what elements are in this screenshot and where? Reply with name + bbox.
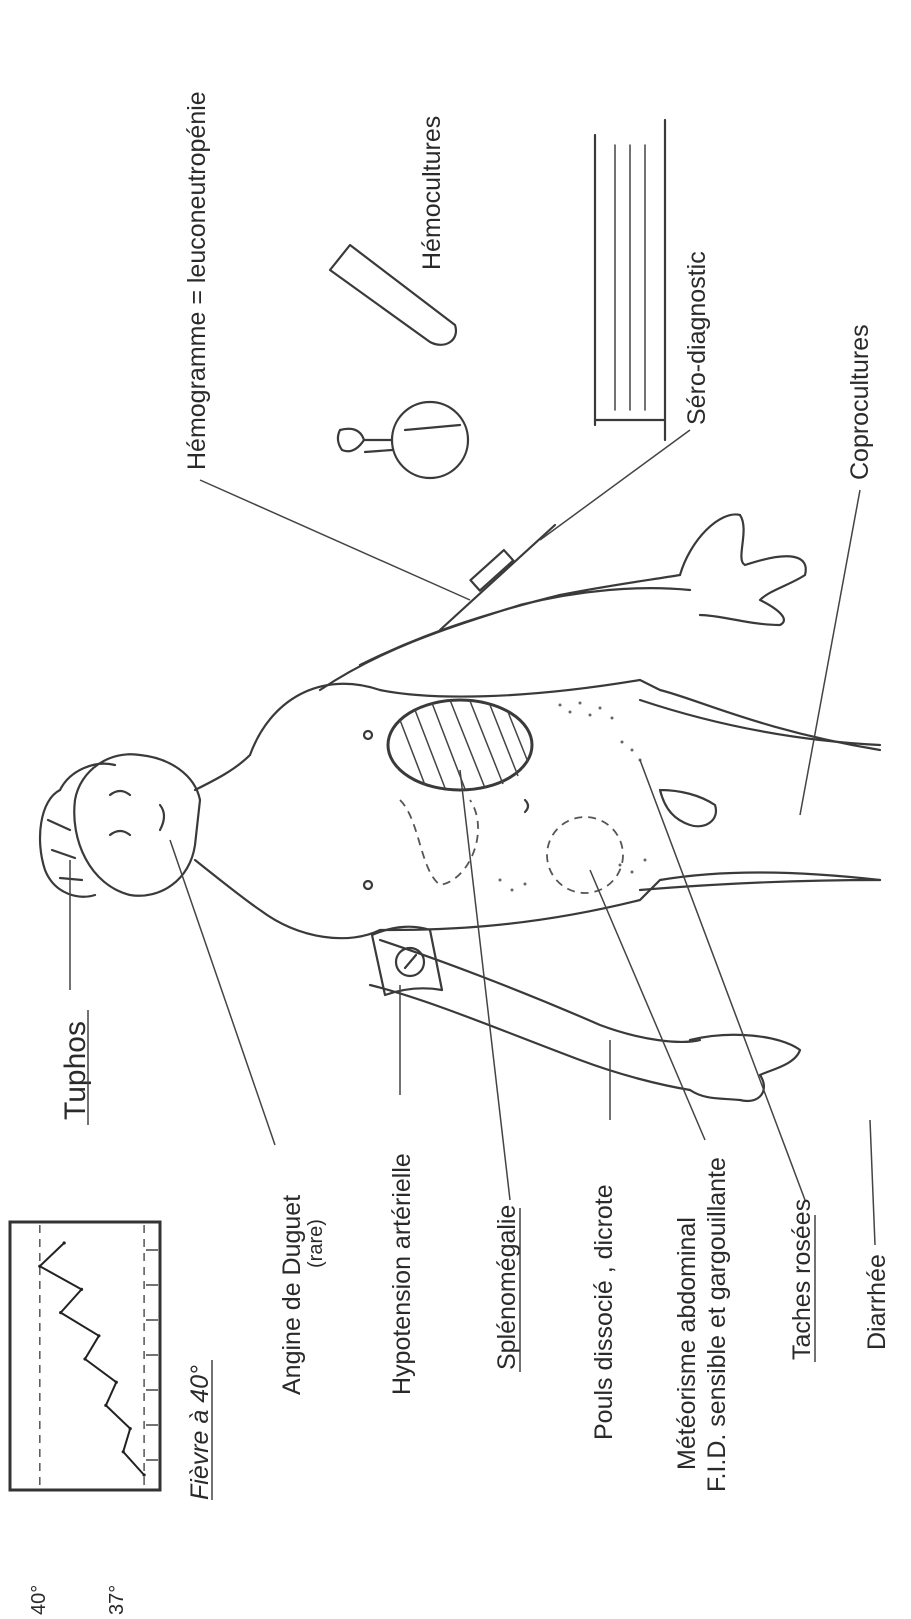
fever-point bbox=[83, 1357, 86, 1360]
patient-hair bbox=[40, 764, 115, 897]
fever-series-line bbox=[40, 1243, 144, 1475]
patient-nipple-upper bbox=[364, 731, 372, 739]
leader-angine bbox=[170, 840, 275, 1145]
patient-torso bbox=[195, 680, 880, 938]
bp-cuff bbox=[372, 927, 442, 995]
leader-hemogramme bbox=[200, 480, 470, 600]
fever-point bbox=[142, 1473, 145, 1476]
liver-dashed bbox=[400, 800, 478, 885]
label-meteorisme: Météorisme abdominal bbox=[673, 1217, 701, 1470]
iliac-fossa bbox=[547, 817, 623, 893]
patient-arm-upper bbox=[320, 575, 690, 690]
leader-diarrhee bbox=[870, 1120, 875, 1245]
label-coprocultures: Coprocultures bbox=[846, 324, 874, 480]
label-angine: Angine de Duguet bbox=[278, 1195, 306, 1395]
fever-point bbox=[80, 1288, 83, 1291]
patient-figure bbox=[40, 120, 880, 1101]
label-sero: Séro-diagnostic bbox=[683, 251, 711, 425]
label-taches: Taches rosées bbox=[788, 1199, 816, 1360]
patient-arm-lower bbox=[370, 940, 700, 1090]
ytick-40: 40° bbox=[28, 1585, 50, 1615]
patient-hand-lower bbox=[690, 1035, 800, 1101]
ytick-37: 37° bbox=[106, 1585, 128, 1615]
label-fievre: Fièvre à 40° bbox=[186, 1365, 214, 1500]
syringe bbox=[440, 525, 555, 630]
label-pouls: Pouls dissocié , dicrote bbox=[590, 1184, 618, 1440]
blood-culture-flask bbox=[338, 402, 468, 478]
fever-point bbox=[63, 1241, 66, 1244]
fever-chart-ticks bbox=[146, 1250, 158, 1460]
fever-plot bbox=[38, 1225, 145, 1487]
leader-meteorisme bbox=[590, 870, 705, 1140]
leader-lines bbox=[70, 430, 875, 1245]
fever-chart-frame bbox=[10, 1222, 160, 1490]
fever-point bbox=[59, 1311, 62, 1314]
label-splenomegalie: Splénomégalie bbox=[493, 1205, 521, 1370]
fever-point bbox=[97, 1334, 100, 1337]
label-hemocultures: Hémocultures bbox=[418, 116, 446, 270]
fever-point bbox=[122, 1450, 125, 1453]
label-tuphos: Tuphos bbox=[59, 1021, 92, 1120]
rose-spots bbox=[499, 702, 647, 892]
patient-mouth bbox=[160, 805, 164, 830]
leader-taches bbox=[640, 760, 805, 1200]
patient-nipple-lower bbox=[364, 881, 372, 889]
spleen bbox=[388, 700, 532, 790]
patient-hand-upper bbox=[680, 514, 806, 625]
label-angine-rare: (rare) bbox=[305, 1219, 327, 1268]
agglutination-rack bbox=[595, 120, 665, 440]
fever-point bbox=[104, 1404, 107, 1407]
leader-sero bbox=[540, 430, 690, 540]
label-hemogramme: Hémogramme = leuconeutropénie bbox=[183, 91, 211, 470]
label-hypotension: Hypotension artérielle bbox=[388, 1153, 416, 1395]
leader-coprocultures bbox=[800, 490, 860, 815]
patient-lower-body bbox=[640, 700, 880, 890]
fever-point bbox=[115, 1381, 118, 1384]
fever-chart: 40° 37° bbox=[10, 1222, 160, 1615]
patient-eyes bbox=[110, 791, 130, 835]
bp-gauge-needle bbox=[405, 955, 416, 968]
fever-point bbox=[38, 1265, 41, 1268]
label-fid: F.I.D. sensible et gargouillante bbox=[703, 1157, 731, 1492]
labels: Tuphos Angine de Duguet (rare) Hypotensi… bbox=[59, 91, 891, 1500]
fever-point bbox=[129, 1427, 132, 1430]
patient-navel bbox=[525, 800, 528, 812]
label-diarrhee: Diarrhée bbox=[863, 1254, 891, 1350]
